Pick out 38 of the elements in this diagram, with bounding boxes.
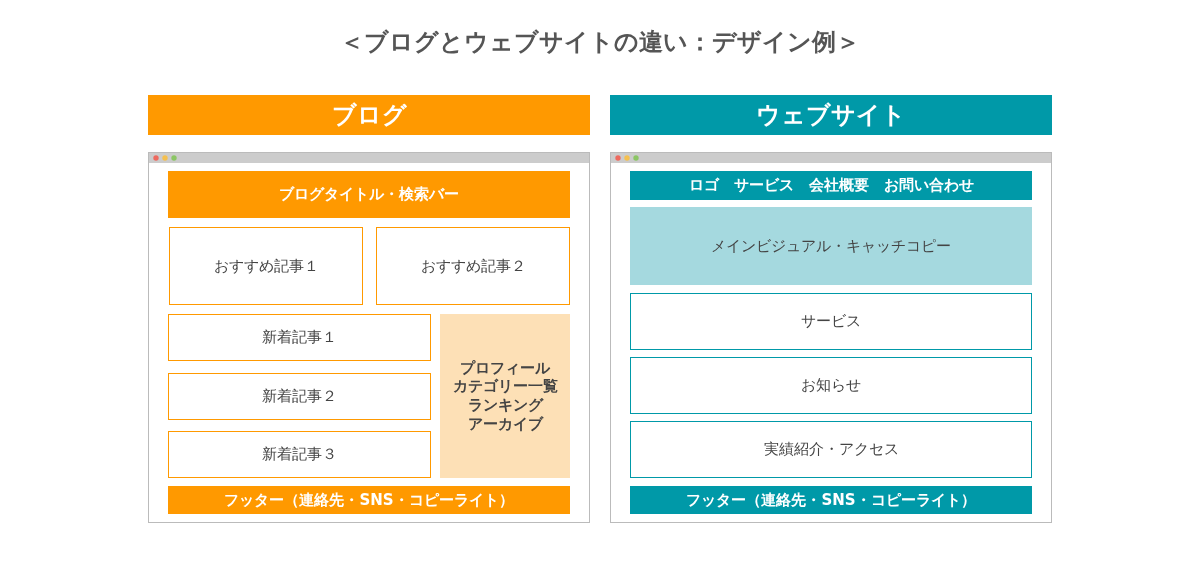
browser-window — [610, 152, 1052, 523]
block-label: フッター（連絡先・SNS・コピーライト） — [686, 490, 976, 510]
content-block — [376, 227, 570, 305]
layout-bar — [630, 171, 1032, 200]
block-label: 実績紹介・アクセス — [763, 440, 899, 459]
content-block — [169, 227, 363, 305]
block-label: カテゴリー一覧 — [452, 377, 558, 396]
content-block — [630, 293, 1032, 350]
block-label: ブログタイトル・検索バー — [279, 185, 459, 204]
highlight-block — [440, 314, 570, 478]
content-block — [630, 357, 1032, 414]
block-label: おすすめ記事１ — [213, 256, 319, 276]
block-label: ランキング — [467, 396, 543, 415]
section-header — [148, 95, 590, 135]
content-block — [630, 421, 1032, 478]
content-block — [168, 373, 431, 420]
block-label: 新着記事２ — [262, 387, 337, 406]
section-header — [610, 95, 1052, 135]
block-label: 新着記事３ — [262, 445, 337, 464]
layout-bar — [168, 171, 570, 218]
layout-bar — [630, 486, 1032, 514]
block-label: おすすめ記事２ — [420, 256, 526, 276]
highlight-block — [630, 207, 1032, 285]
layout-bar — [168, 486, 570, 514]
browser-window — [148, 152, 590, 523]
block-label: お知らせ — [801, 376, 861, 395]
block-label: メインビジュアル・キャッチコピー — [711, 236, 951, 256]
block-label: フッター（連絡先・SNS・コピーライト） — [224, 490, 514, 510]
block-label: ロゴ サービス 会社概要 お問い合わせ — [688, 176, 974, 195]
diagram-title: ＜ブログとウェブサイトの違い：デザイン例＞ — [339, 27, 861, 58]
block-label: 新着記事１ — [262, 328, 337, 347]
section-heading: ウェブサイト — [756, 100, 906, 130]
content-block — [168, 431, 431, 478]
block-label: アーカイブ — [467, 414, 543, 434]
block-label: プロフィール — [460, 358, 550, 378]
content-block — [168, 314, 431, 361]
block-label: サービス — [801, 312, 861, 331]
section-heading: ブログ — [331, 100, 407, 130]
